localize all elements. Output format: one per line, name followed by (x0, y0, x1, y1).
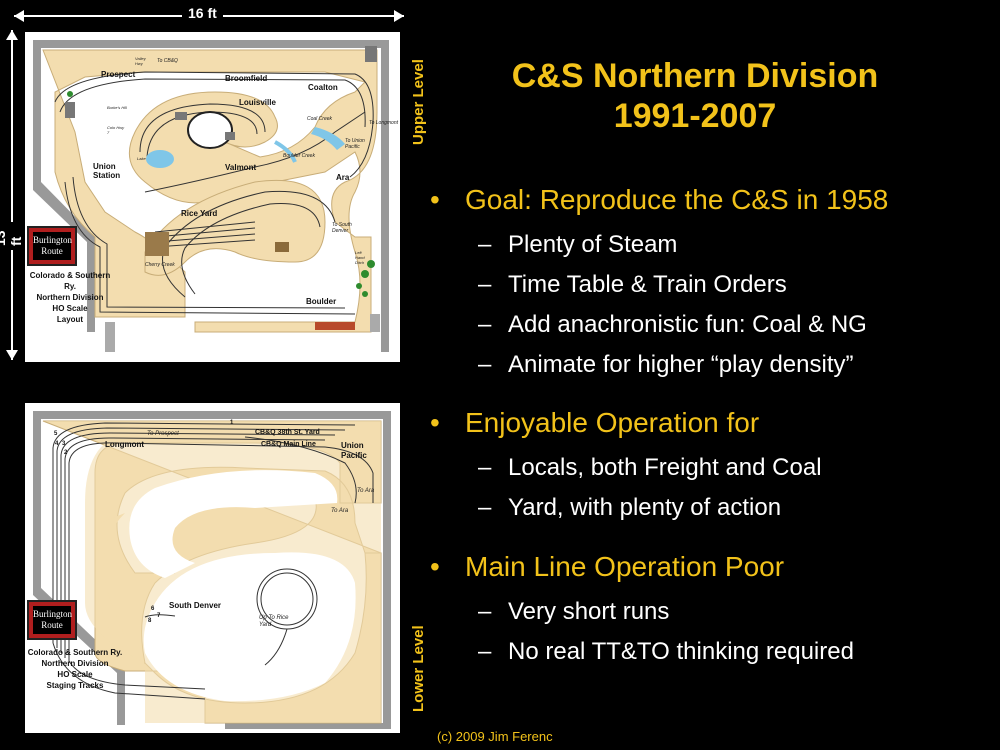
logo-line-1: Burlington (33, 609, 73, 619)
upper-level-label: Upper Level (410, 59, 427, 145)
lower-legend-line: HO Scale (57, 670, 93, 679)
label-colo-hwy7: Colo Hwy 7 (107, 125, 125, 135)
dash-glyph: – (478, 231, 492, 258)
bullet-text: Main Line Operation Poor (465, 551, 785, 582)
lower-legend-line: Colorado & Southern Ry. (27, 648, 123, 657)
place-south-denver: South Denver (169, 601, 222, 610)
place-union-station: Union Station (93, 162, 121, 180)
title-line-1: C&S Northern Division (511, 57, 879, 95)
bullet-glyph: • (430, 407, 440, 438)
sub-bullet-text: Locals, both Freight and Coal (508, 454, 822, 481)
lower-legend-line: Northern Division (41, 659, 109, 668)
label-left-hand-ditch: Left Hand Ditch (355, 250, 365, 265)
label-to-cbq: To CB&Q (157, 58, 178, 64)
title-line-2: 1991-2007 (613, 97, 777, 135)
lower-legend: Colorado & Southern Ry. Northern Divisio… (25, 647, 125, 691)
label-coal-creek: Coal Creek (307, 116, 333, 122)
place-boulder: Boulder (306, 297, 337, 306)
place-union-pacific: Union Pacific (341, 441, 367, 460)
label-to-ara-2: To Ara (331, 508, 349, 514)
bullet-text: Goal: Reproduce the C&S in 1958 (465, 184, 889, 215)
sub-bullet-text: Plenty of Steam (508, 231, 678, 258)
label-boulder-creek: Boulder Creek (283, 153, 315, 159)
place-longmont: Longmont (105, 440, 145, 449)
place-coalton: Coalton (308, 83, 338, 92)
label-burkes-hill: Burke's Hill (107, 105, 127, 110)
logo-line-1: Burlington (33, 235, 73, 245)
label-to-union-pacific: To Union Pacific (345, 138, 365, 150)
burlington-route-logo: Burlington Route (27, 600, 77, 640)
place-prospect: Prospect (101, 70, 136, 79)
label-up-to-rice-yard: Up To Rice Yard (259, 615, 289, 628)
logo-line-2: Route (41, 620, 63, 630)
label-to-south-denver: To South Denver (332, 222, 352, 234)
track-number: 6 (151, 606, 155, 612)
track-number: 8 (148, 618, 152, 624)
label-to-prospect: To Prospect (147, 431, 179, 437)
label-cherry-creek: Cherry Creek (145, 262, 175, 268)
label-cbq-38th-yard: CB&Q 38th St. Yard (255, 429, 320, 436)
sub-bullet-text: Very short runs (508, 598, 670, 625)
place-rice-yard: Rice Yard (181, 209, 218, 218)
dash-glyph: – (478, 311, 492, 338)
place-broomfield: Broomfield (225, 74, 268, 83)
track-number: 3 (62, 441, 66, 447)
width-label: 16 ft (182, 5, 223, 21)
sub-bullet-text: Add anachronistic fun: Coal & NG (508, 311, 867, 338)
dash-glyph: – (478, 638, 492, 665)
copyright: (c) 2009 Jim Ferenc (437, 729, 553, 744)
label-to-longmont: To Longmont (369, 120, 399, 126)
dash-glyph: – (478, 454, 492, 481)
track-number: 7 (157, 613, 161, 619)
burlington-route-logo: Burlington Route (27, 226, 77, 266)
place-louisville: Louisville (239, 98, 276, 107)
height-dimension: 13 ft (0, 30, 24, 360)
track-number: 1 (230, 420, 234, 426)
label-cbq-main-line: CB&Q Main Line (261, 441, 316, 448)
height-label: 13 ft (0, 222, 24, 250)
bullet-glyph: • (430, 184, 440, 215)
place-ara: Ara (336, 173, 350, 182)
track-number: 5 (54, 431, 58, 437)
track-number: 4 (55, 441, 59, 447)
dash-glyph: – (478, 351, 492, 378)
slide-title: C&S Northern Division 1991-2007 (440, 56, 950, 136)
lower-legend-line: Staging Tracks (46, 681, 104, 690)
lower-level-label: Lower Level (410, 625, 427, 712)
sub-bullet-text: Animate for higher “play density” (508, 351, 854, 378)
sub-bullet-text: Yard, with plenty of action (508, 494, 782, 521)
dash-glyph: – (478, 271, 492, 298)
upper-level-map: Prospect Broomfield Coalton Louisville U… (25, 32, 400, 362)
logo-line-2: Route (41, 246, 63, 256)
sub-bullet-text: Time Table & Train Orders (508, 271, 787, 298)
upper-legend-line: Layout (56, 315, 84, 324)
label-lake: Lake (137, 156, 146, 161)
bullet-glyph: • (430, 551, 440, 582)
upper-legend: Colorado & Southern Ry. Northern Divisio… (25, 270, 115, 325)
track-number: 2 (64, 450, 68, 456)
width-dimension: 16 ft (14, 5, 404, 25)
label-to-ara-1: To Ara (357, 488, 375, 494)
upper-legend-line: Colorado & Southern Ry. (29, 271, 111, 291)
sub-bullet-text: No real TT&TO thinking required (508, 638, 854, 665)
upper-legend-line: Northern Division (36, 293, 104, 302)
place-valmont: Valmont (225, 163, 257, 172)
label-valley-hwy: Valley Hwy (135, 56, 146, 66)
dash-glyph: – (478, 598, 492, 625)
bullet-text: Enjoyable Operation for (465, 407, 760, 438)
upper-legend-line: HO Scale (52, 304, 88, 313)
lower-level-map: Longmont Union Pacific South Denver To P… (25, 403, 400, 733)
dash-glyph: – (478, 494, 492, 521)
